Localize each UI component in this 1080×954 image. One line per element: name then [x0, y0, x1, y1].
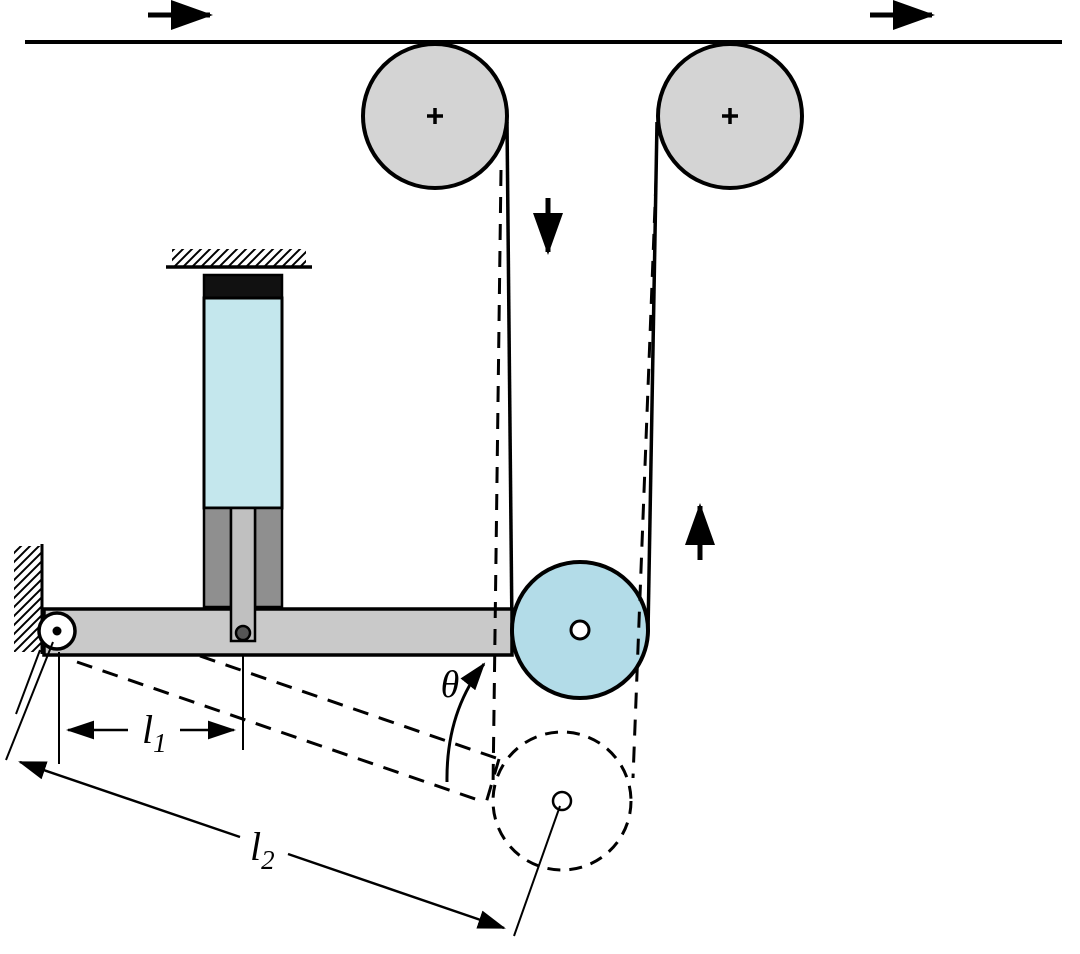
cylinder-gland-right — [253, 506, 284, 609]
dancer-lower-position — [76, 169, 658, 872]
idler-roller-left — [361, 42, 509, 190]
wall-mount — [14, 544, 44, 654]
l2-witness-right — [513, 805, 561, 937]
lever-rotated-end-edge — [484, 758, 501, 804]
idler-roller-right — [656, 42, 804, 190]
label-l1-symbol: l — [142, 707, 153, 752]
dancer-roller-dashed-hub — [551, 790, 573, 812]
web-up-span-dashed — [631, 179, 658, 779]
dancer-roller-hub — [569, 619, 591, 641]
label-theta: θ — [441, 664, 460, 706]
ceiling-mount-hatch — [172, 249, 306, 266]
piston-rod — [229, 506, 257, 643]
cylinder-gland-left — [202, 506, 233, 609]
pneumatic-cylinder — [166, 249, 312, 609]
cylinder-top-cap — [202, 273, 284, 300]
l2-arrow-left — [18, 760, 241, 839]
label-l2-subscript: 2 — [261, 845, 275, 875]
pivot-center-dot — [52, 626, 62, 636]
wall-hatch — [14, 546, 42, 652]
lever-rotated-bottom-edge — [76, 660, 485, 804]
dancer-roller-dashed — [491, 730, 633, 872]
pivot-support-line — [15, 649, 41, 715]
dimension-l1: l1 — [58, 652, 244, 764]
cylinder-barrel — [202, 296, 284, 510]
label-l2: l2 — [250, 824, 275, 875]
rod-clevis-pin — [234, 624, 252, 642]
web-down-span-dashed — [491, 169, 503, 789]
label-l1-subscript: 1 — [153, 728, 167, 758]
web-up-span — [646, 121, 659, 633]
web-down-span — [505, 121, 514, 633]
dimension-l2: l2 — [5, 641, 561, 937]
lever-pivot — [37, 611, 77, 651]
lever-arm — [42, 607, 514, 657]
theta-rotation-arrow — [445, 662, 486, 783]
l2-arrow-right — [287, 852, 506, 930]
label-l1: l1 — [142, 707, 167, 758]
dancer-roller — [510, 560, 650, 700]
l2-witness-left — [5, 641, 54, 761]
label-l2-symbol: l — [250, 824, 261, 869]
